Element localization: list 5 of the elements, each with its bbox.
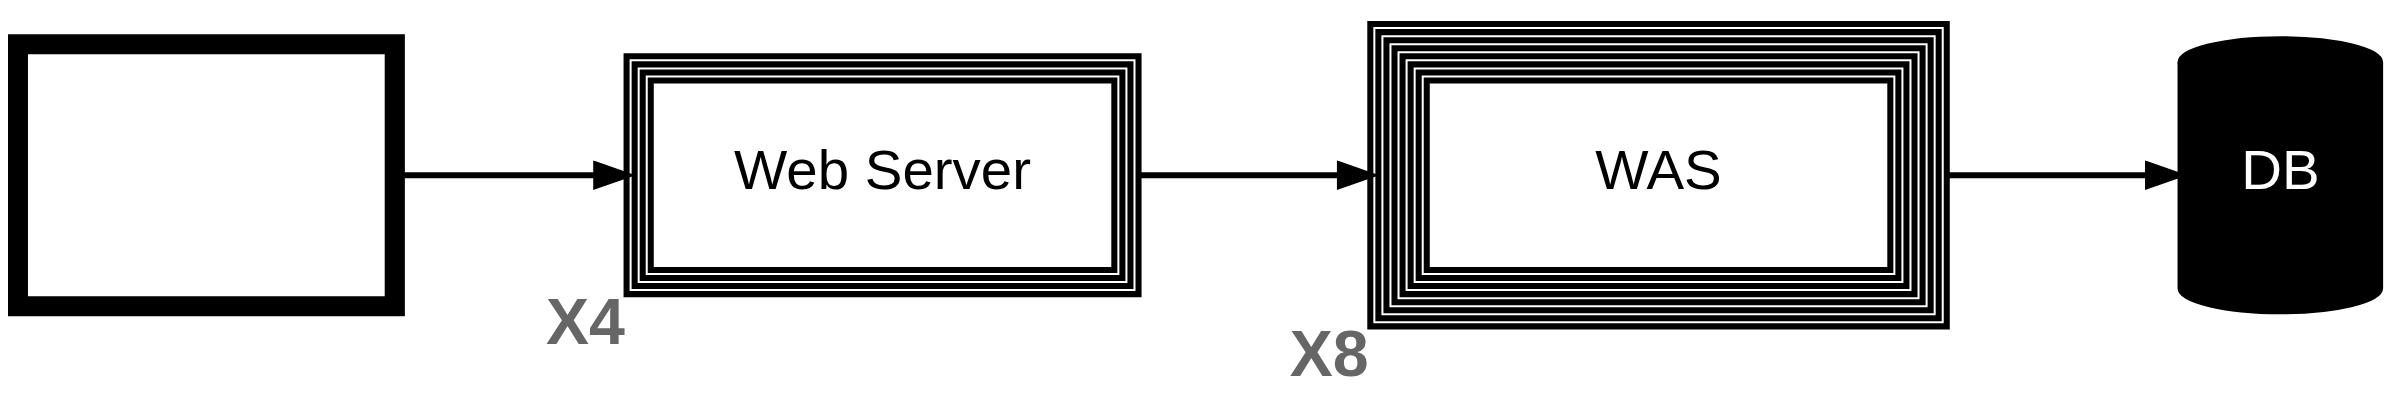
node-label: X4 <box>545 285 625 358</box>
node-monitor <box>8 33 405 316</box>
node-box: WAS <box>1367 20 1950 329</box>
node-box: Web Server <box>623 52 1142 297</box>
node-label: X8 <box>1289 317 1369 390</box>
